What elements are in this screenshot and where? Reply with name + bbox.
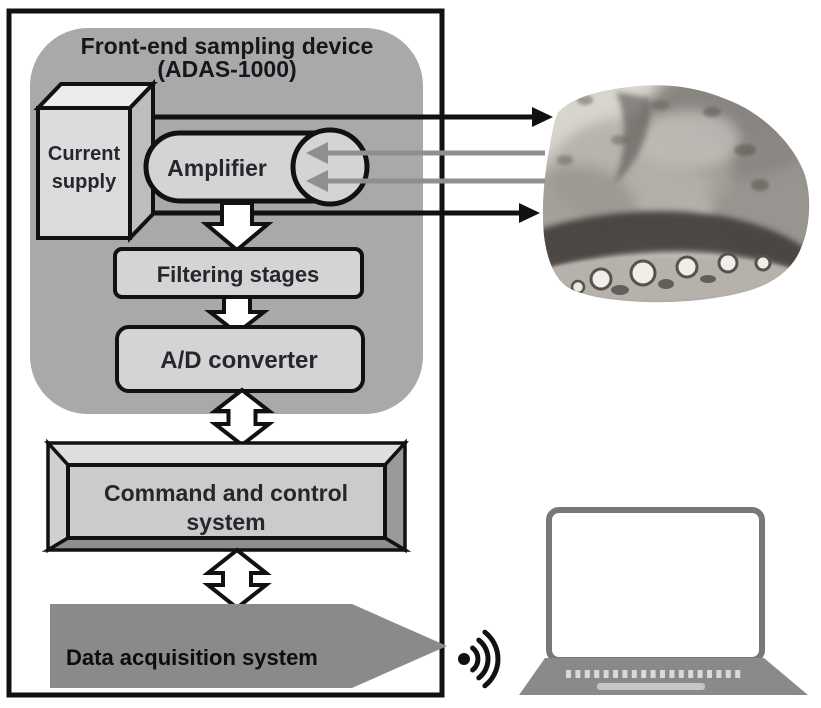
adc-label: A/D converter — [160, 347, 317, 374]
current-injection-arrow-bottom — [141, 203, 540, 223]
down-arrow-amplifier-to-filtering — [200, 201, 274, 253]
command-control-label-line2: system — [186, 509, 265, 535]
command-control-label-line1: Command and control — [104, 480, 348, 506]
current-supply-block: Current supply — [33, 79, 158, 243]
current-supply-label-line1: Current — [48, 143, 121, 165]
panel-title-line1: Front-end sampling device — [81, 33, 374, 59]
laptop-trackpad — [597, 683, 705, 690]
data-acquisition-label: Data acquisition system — [66, 645, 318, 670]
laptop-icon — [519, 507, 808, 695]
sense-signal-arrows — [306, 142, 545, 192]
panel-title-line2: (ADAS-1000) — [157, 56, 296, 82]
command-control-block: Command and control system — [41, 438, 412, 554]
current-supply-label-line2: supply — [52, 171, 117, 193]
adc-block: A/D converter — [115, 325, 365, 393]
data-acquisition-arrow: Data acquisition system — [50, 604, 447, 688]
current-injection-arrow-top — [141, 107, 553, 127]
wifi-signal-icon — [458, 629, 501, 689]
amplifier-block: Amplifier — [143, 127, 370, 207]
laptop-screen — [546, 507, 765, 663]
filtering-stages-label: Filtering stages — [157, 262, 320, 287]
down-arrow-filtering-to-adc — [204, 295, 270, 336]
amplifier-label: Amplifier — [167, 155, 267, 181]
filtering-stages-block: Filtering stages — [113, 247, 364, 299]
